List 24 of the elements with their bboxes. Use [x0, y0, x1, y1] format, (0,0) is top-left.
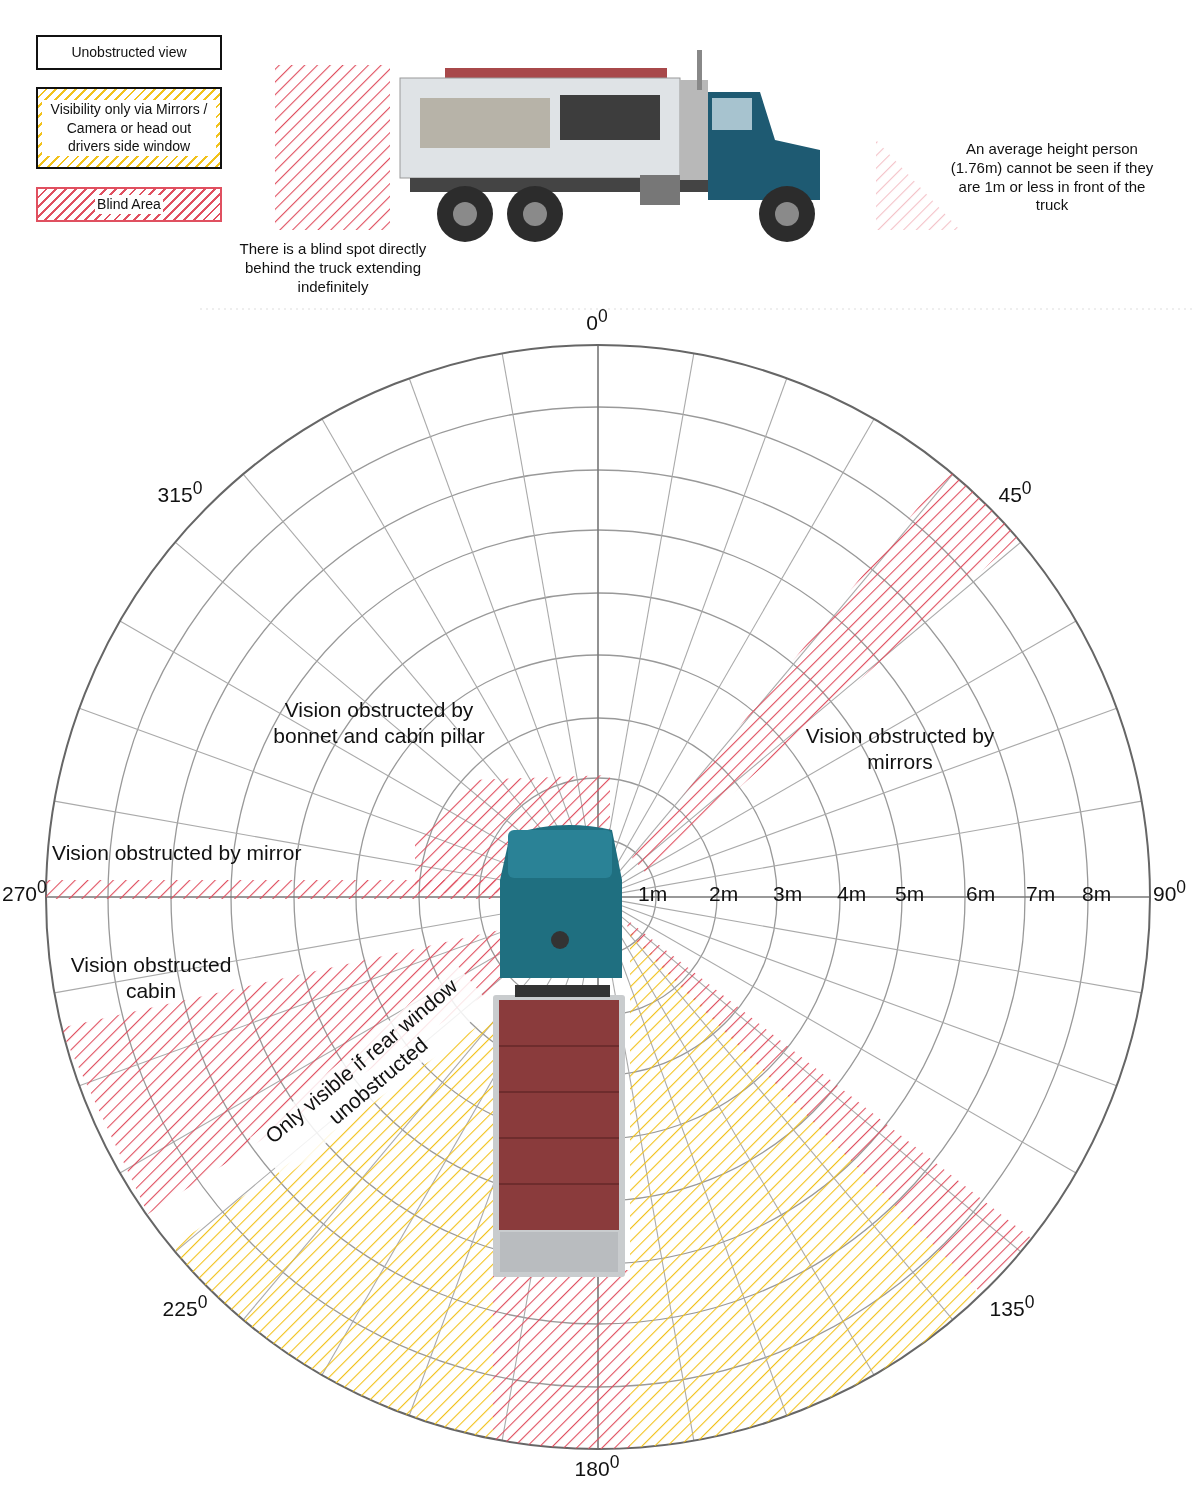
legend-text: Visibility only via Mirrors / Camera or head out drivers side window	[42, 99, 216, 157]
distance-label: 8m	[1082, 881, 1113, 907]
note-text: There is a blind spot directly behind the truck extending indefinitely	[238, 240, 428, 297]
angle-label: 315$^{0}$	[156, 478, 204, 508]
zone-label: Vision obstructed by bonnet and cabin pillar	[272, 697, 486, 750]
angle-label: 0$^{0}$	[585, 306, 609, 336]
distance-label: 4m	[837, 881, 868, 907]
zone-label: Vision obstructed by mirrors	[804, 723, 996, 776]
distance-label: 6m	[966, 881, 997, 907]
distance-label: 3m	[773, 881, 804, 907]
angle-label: 180$^{0}$	[573, 1452, 621, 1482]
angle-label: 225$^{0}$	[161, 1292, 209, 1322]
angle-label: 135$^{0}$	[988, 1292, 1036, 1322]
zone-label: Vision obstructed by mirror	[52, 840, 303, 866]
zone-label: Vision obstructed cabin	[69, 952, 233, 1005]
distance-label: 2m	[709, 881, 740, 907]
distance-label: 1m	[638, 881, 669, 907]
distance-label: 7m	[1026, 881, 1057, 907]
note-text: An average height person (1.76m) cannot be seen if they are 1m or less in front of the truck	[949, 140, 1155, 215]
distance-label: 5m	[895, 881, 926, 907]
angle-label: 90$^{0}$	[1153, 877, 1188, 907]
angle-label: 270$^{0}$	[2, 877, 48, 907]
legend-text: Blind Area	[95, 195, 163, 214]
angle-label: 45$^{0}$	[997, 478, 1033, 508]
